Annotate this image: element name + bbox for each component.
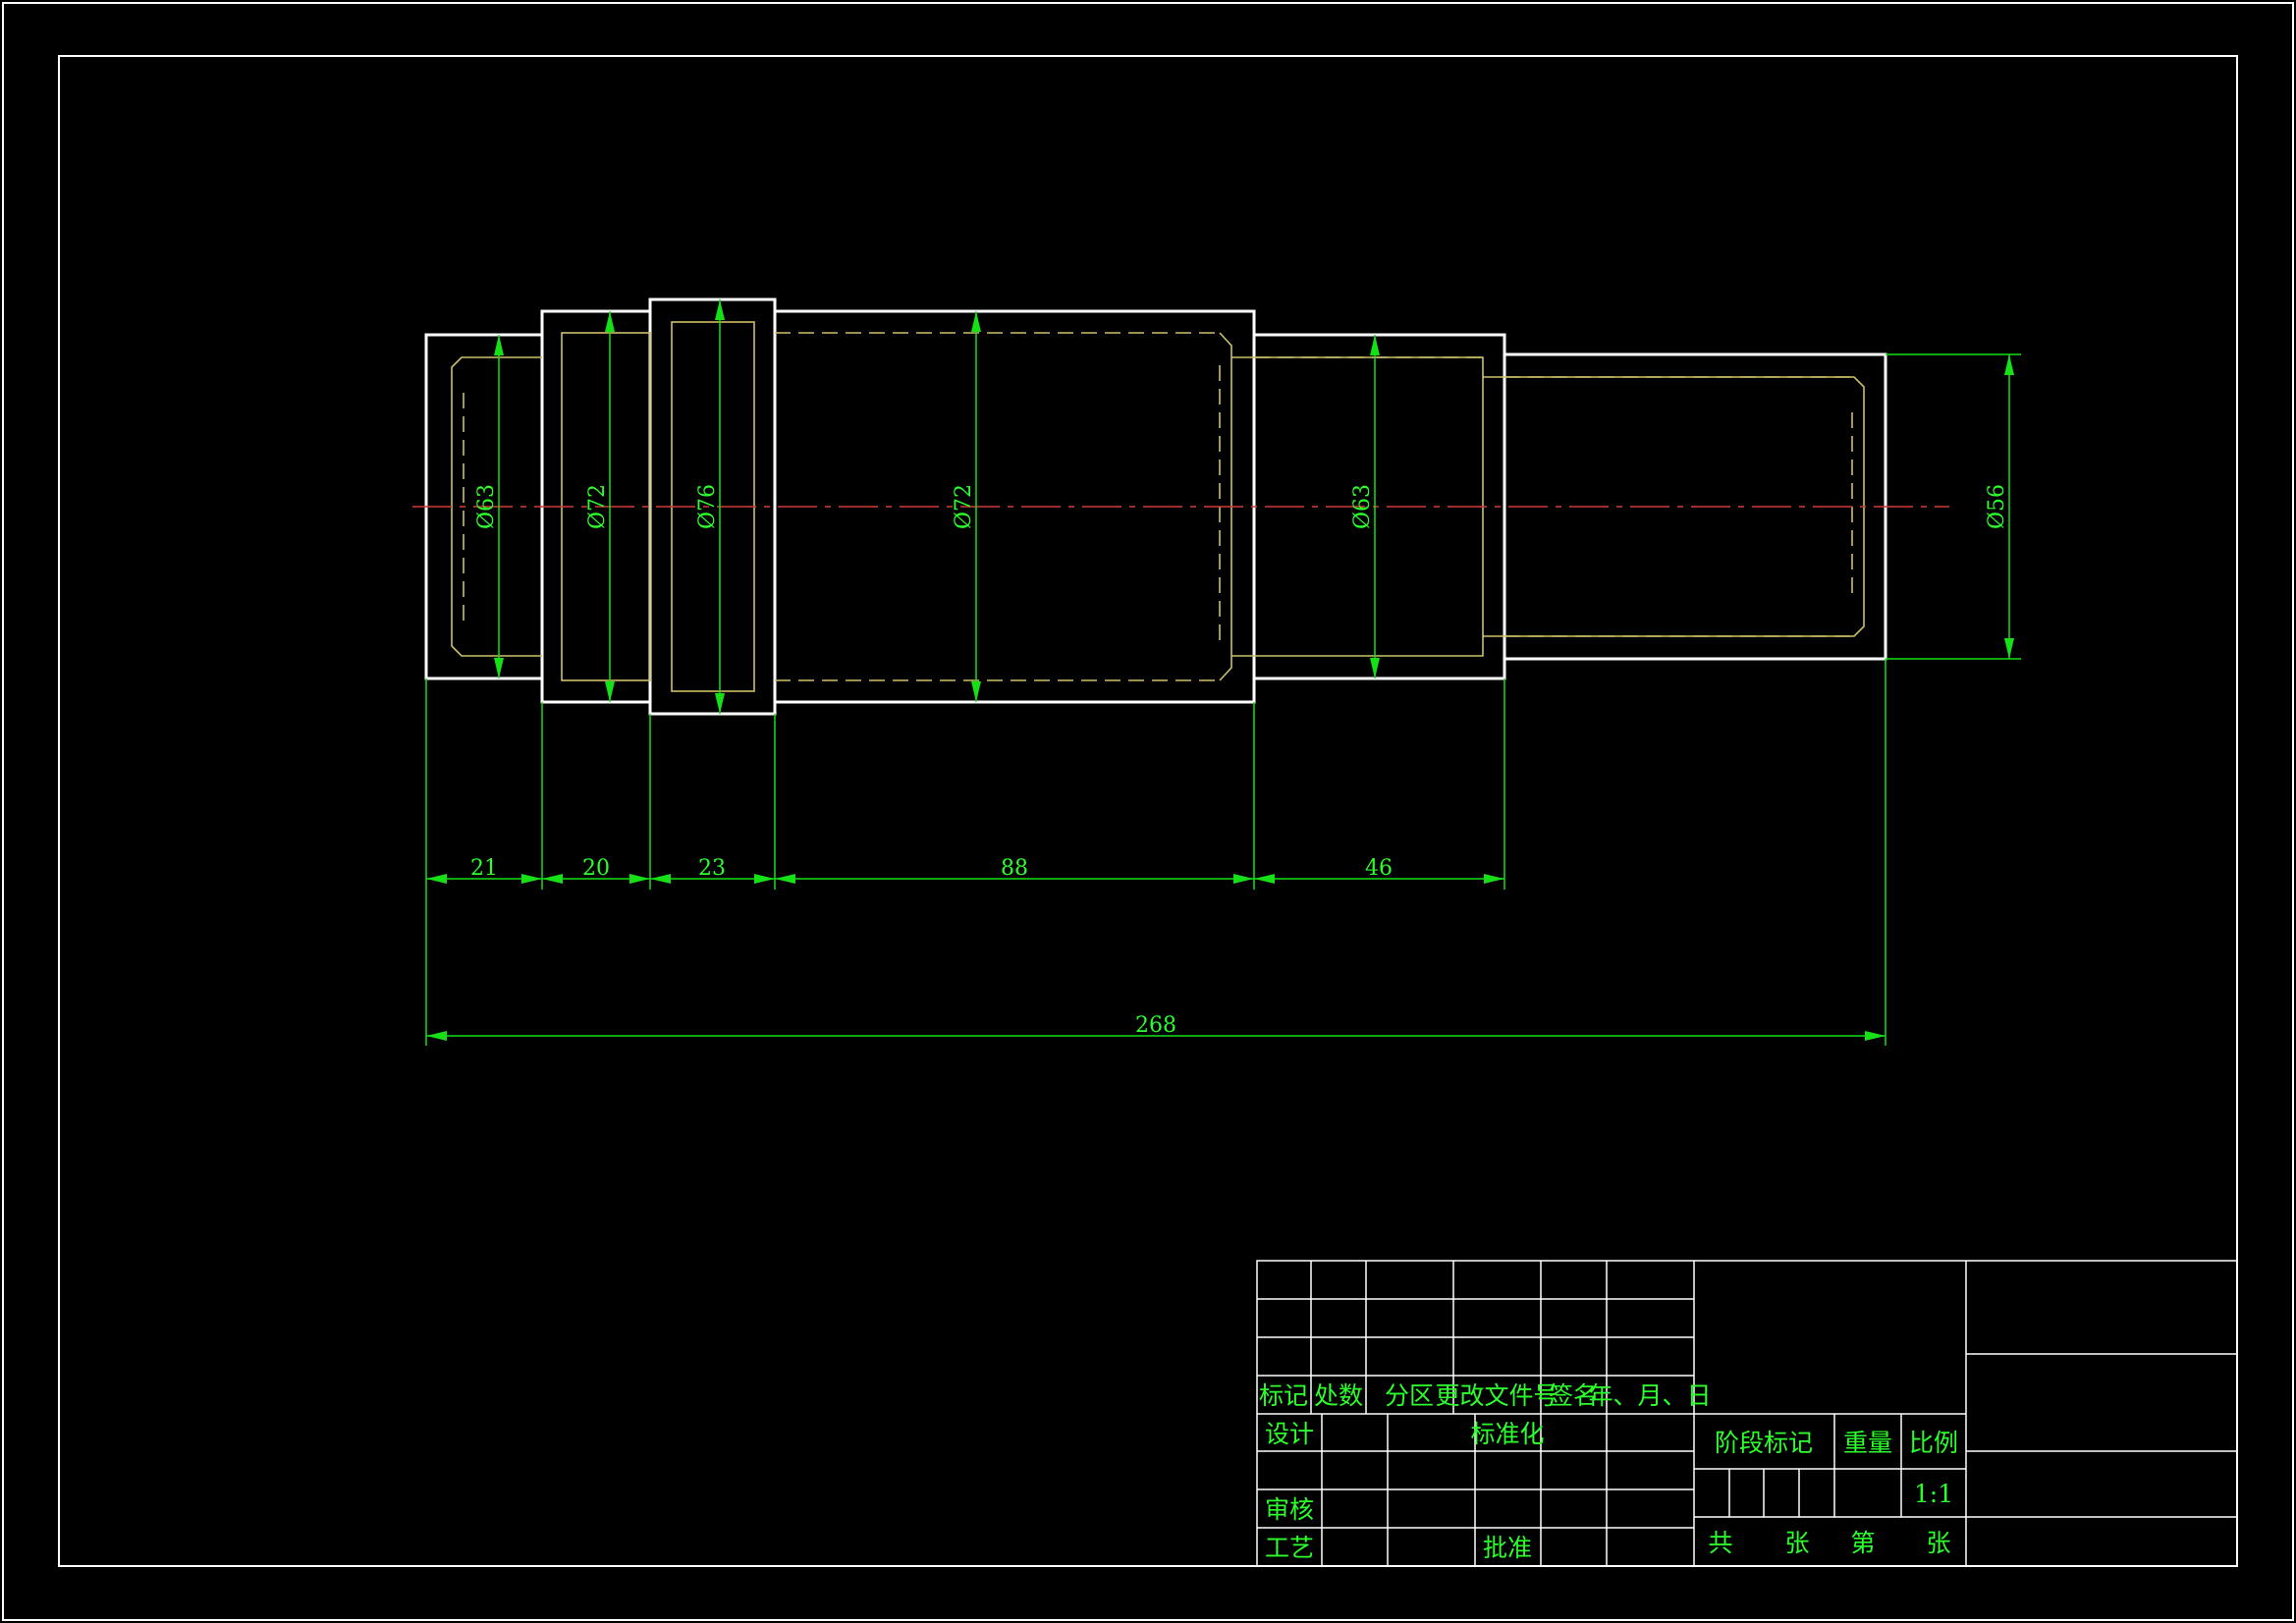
tb-total: 共 xyxy=(1708,1529,1732,1557)
tb-signature: 签名 xyxy=(1549,1381,1598,1410)
title-block: 标记 处数 分区 更改文件号 签名 年、月、日 设计 标准化 审核 工艺 批准 … xyxy=(1256,1260,2238,1567)
tb-ratio: 比例 xyxy=(1909,1429,1958,1457)
diameter-label-5: Ø63 xyxy=(1350,484,1375,529)
diameter-label-1: Ø63 xyxy=(474,484,499,529)
length-label-1: 21 xyxy=(470,856,498,881)
tb-review: 审核 xyxy=(1265,1495,1314,1524)
tb-change-doc: 更改文件号 xyxy=(1435,1381,1558,1410)
length-label-2: 20 xyxy=(582,856,610,881)
diameter-label-2: Ø72 xyxy=(585,484,610,529)
tb-sheet2: 张 xyxy=(1926,1529,1950,1557)
tb-zone: 分区 xyxy=(1385,1381,1434,1410)
diameter-label-6: Ø56 xyxy=(1985,484,2009,529)
length-dimensions: 21 20 23 88 46 268 xyxy=(425,659,1886,1046)
tb-approve: 批准 xyxy=(1483,1534,1532,1562)
diameter-label-3: Ø76 xyxy=(695,484,720,529)
tb-standardization: 标准化 xyxy=(1470,1420,1544,1448)
length-label-3: 23 xyxy=(698,856,726,881)
tb-scale-value: 1:1 xyxy=(1914,1480,1953,1508)
diameter-dimensions: Ø63 Ø72 Ø76 Ø72 Ø63 Ø56 xyxy=(474,299,2021,714)
tb-process: 工艺 xyxy=(1265,1534,1314,1562)
diameter-label-4: Ø72 xyxy=(952,484,976,529)
tb-date: 年、月、日 xyxy=(1588,1381,1711,1410)
tb-stage-mark: 阶段标记 xyxy=(1715,1429,1813,1457)
tb-design: 设计 xyxy=(1265,1420,1314,1448)
tb-count: 处数 xyxy=(1314,1381,1363,1410)
total-length-label: 268 xyxy=(1135,1013,1176,1038)
inner-frame xyxy=(58,55,2238,1567)
length-label-5: 46 xyxy=(1365,856,1393,881)
tb-sheet: 张 xyxy=(1784,1529,1809,1557)
length-label-4: 88 xyxy=(1001,856,1028,881)
tb-weight: 重量 xyxy=(1843,1429,1892,1457)
tb-sheet-no: 第 xyxy=(1850,1529,1875,1557)
tb-mark: 标记 xyxy=(1259,1381,1308,1410)
